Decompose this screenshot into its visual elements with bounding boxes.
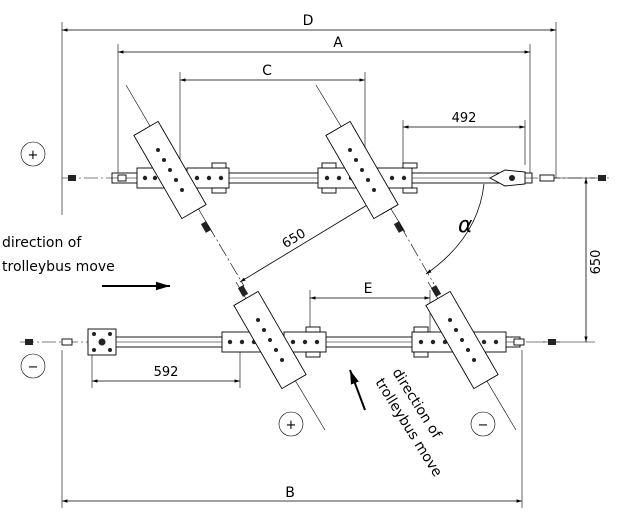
drawing-text: + <box>28 148 39 163</box>
label-alpha: α <box>458 213 473 238</box>
label-E: E <box>364 281 373 297</box>
label-C: C <box>262 63 272 79</box>
extension-lines <box>61 22 595 508</box>
polarity-plus-upper: + <box>20 141 46 167</box>
direction-caption-left: direction of trolleybus move <box>2 235 170 291</box>
label-650-diagonal: 650 <box>280 226 309 252</box>
label-492: 492 <box>452 111 477 126</box>
drawing-text: + <box>286 418 297 433</box>
dimension-lines <box>61 28 588 503</box>
slanted-hanger-2 <box>315 84 406 233</box>
drawing-text: − <box>28 360 39 375</box>
drawing-text: trolleybus move <box>2 259 115 275</box>
label-592: 592 <box>154 365 179 380</box>
polarity-minus-lower: − <box>20 353 46 379</box>
drawing-text: − <box>478 418 489 433</box>
slanted-hanger-4 <box>425 281 517 431</box>
polarity-plus-lower: + <box>278 411 304 437</box>
construction-lines <box>207 224 435 287</box>
label-D: D <box>303 13 314 29</box>
upper-overhead-assembly <box>68 162 606 194</box>
drawing-text: direction of <box>2 235 82 251</box>
label-A: A <box>333 35 343 51</box>
direction-caption-right: direction of trolleybus move <box>349 366 445 480</box>
slanted-hanger-3 <box>233 281 326 431</box>
label-650-vertical: 650 <box>589 250 604 275</box>
slanted-hanger-1 <box>125 84 213 233</box>
label-B: B <box>285 485 295 501</box>
polarity-minus-right: − <box>470 411 496 437</box>
